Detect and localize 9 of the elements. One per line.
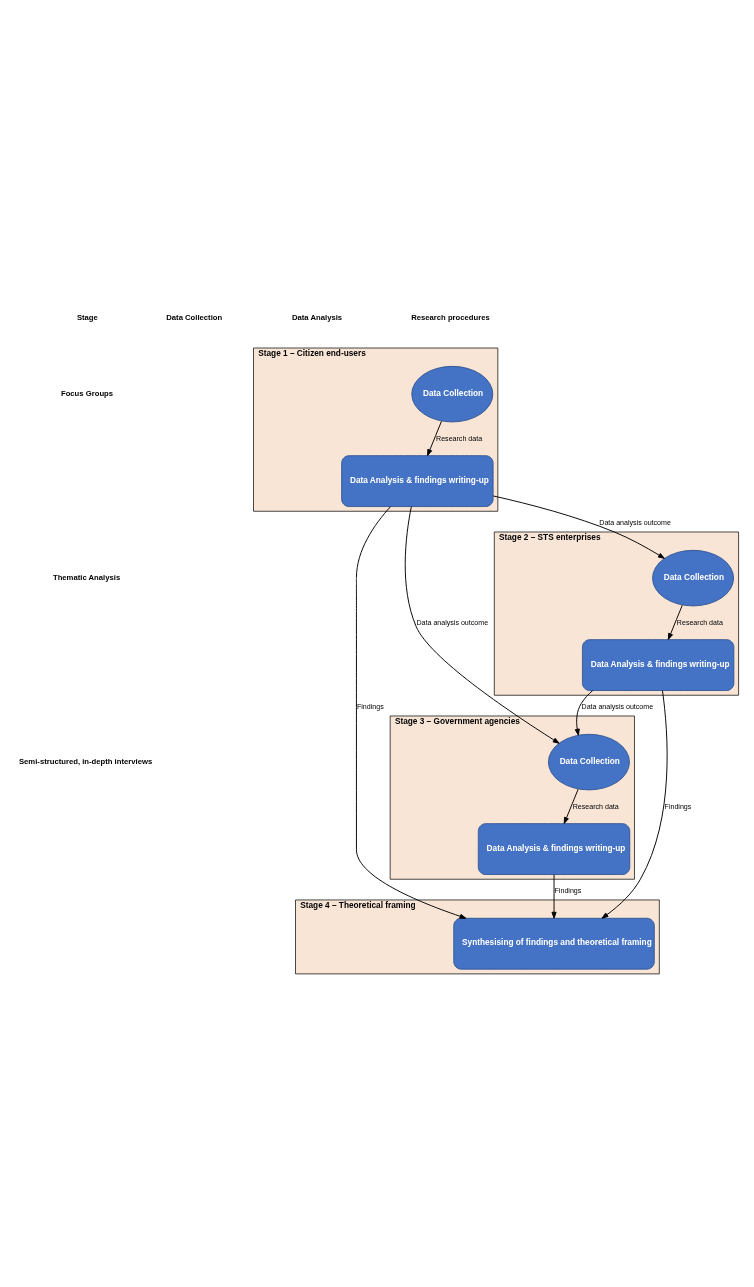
arrow [355,506,467,919]
arrow [492,495,665,559]
arrow [667,604,683,640]
arrow [563,788,579,824]
arrow [404,506,560,744]
arrow [574,690,594,736]
arrow [551,874,557,919]
arrow [601,690,668,919]
arrow [427,420,442,456]
